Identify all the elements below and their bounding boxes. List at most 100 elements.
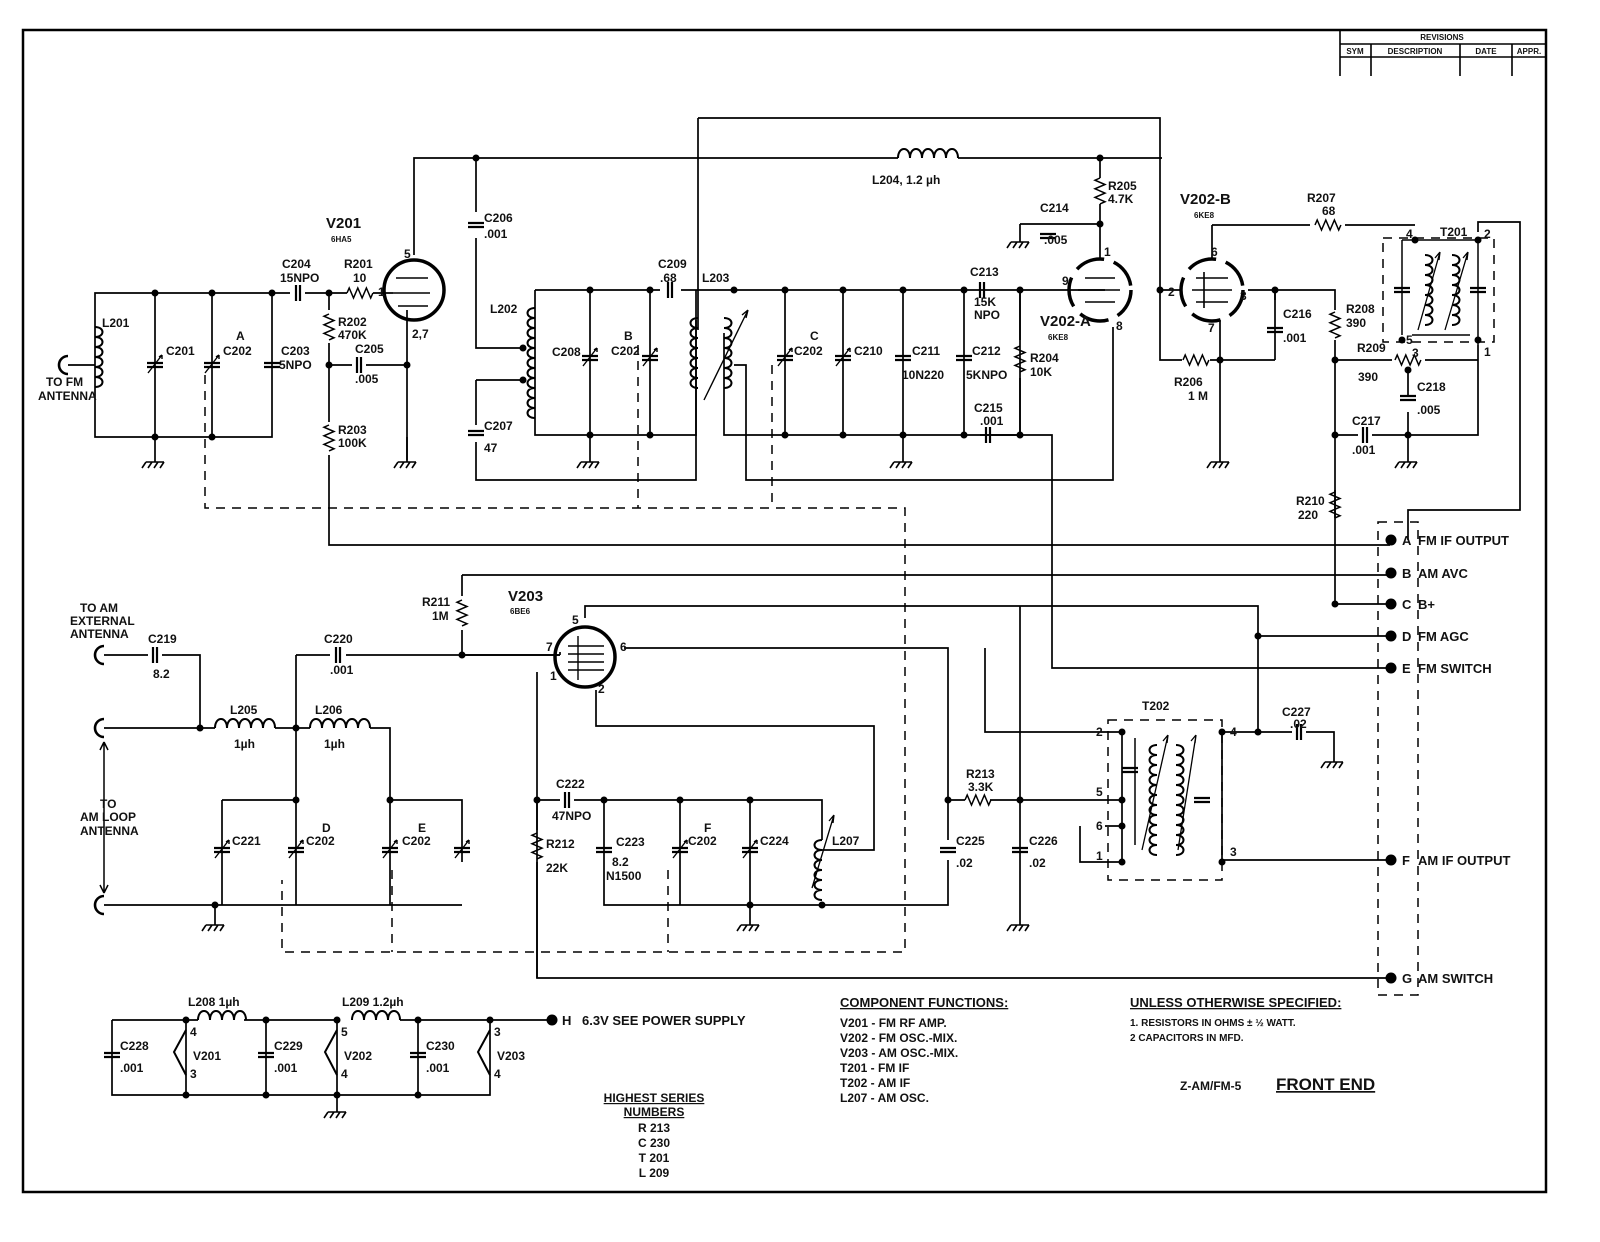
svg-text:10K: 10K: [1030, 365, 1052, 379]
svg-text:R205: R205: [1108, 179, 1137, 193]
svg-text:L206: L206: [315, 703, 343, 717]
svg-text:R204: R204: [1030, 351, 1059, 365]
svg-text:.68: .68: [660, 271, 677, 285]
svg-text:1µh: 1µh: [234, 737, 255, 751]
svg-text:R208: R208: [1346, 302, 1375, 316]
svg-text:T201: T201: [1440, 225, 1468, 239]
svg-text:10: 10: [353, 271, 367, 285]
terminal-letter-b: B: [1402, 566, 1411, 581]
v203-ref: V203: [508, 588, 543, 605]
svg-text:C205: C205: [355, 342, 384, 356]
svg-text:.001: .001: [980, 414, 1004, 428]
svg-text:C211: C211: [912, 344, 940, 358]
svg-text:C217: C217: [1352, 414, 1381, 428]
terminal-letter-f: F: [1402, 853, 1410, 868]
svg-text:3: 3: [1240, 289, 1247, 303]
svg-text:C227: C227: [1282, 705, 1311, 719]
svg-text:R210: R210: [1296, 494, 1325, 508]
svg-text:B: B: [624, 329, 633, 343]
junction-dots: [151, 154, 1482, 1099]
svg-text:100K: 100K: [338, 436, 367, 450]
svg-text:C202: C202: [306, 834, 335, 848]
svg-text:5NPO: 5NPO: [279, 358, 312, 372]
terminal-letter-c: C: [1402, 597, 1412, 612]
svg-text:.001: .001: [484, 227, 508, 241]
svg-text:C202: C202: [794, 344, 823, 358]
svg-text:22K: 22K: [546, 861, 568, 875]
svg-text:.001: .001: [330, 663, 354, 677]
svg-text:5: 5: [1096, 785, 1103, 799]
notes-title: UNLESS OTHERWISE SPECIFIED:: [1130, 995, 1341, 1010]
svg-text:C213: C213: [970, 265, 999, 279]
svg-text:2: 2: [1096, 725, 1103, 739]
svg-text:6: 6: [620, 640, 627, 654]
svg-text:C212: C212: [972, 344, 1001, 358]
svg-text:C203: C203: [281, 344, 310, 358]
svg-text:.001: .001: [274, 1061, 298, 1075]
svg-text:3: 3: [190, 1067, 197, 1081]
svg-text:390: 390: [1346, 316, 1366, 330]
svg-text:3.3K: 3.3K: [968, 780, 994, 794]
svg-text:L208 1µh: L208 1µh: [188, 995, 240, 1009]
svg-text:4: 4: [1406, 227, 1413, 241]
tube-envelopes: [382, 257, 1245, 689]
svg-text:ANTENNA: ANTENNA: [38, 389, 97, 403]
svg-text:L209 1.2µh: L209 1.2µh: [342, 995, 404, 1009]
svg-text:C220: C220: [324, 632, 353, 646]
v203-type: 6BE6: [510, 607, 531, 616]
svg-text:.02: .02: [1029, 856, 1046, 870]
svg-text:2: 2: [1484, 227, 1491, 241]
antenna-connectors: [57, 354, 110, 916]
svg-text:HIGHEST SERIES: HIGHEST SERIES: [604, 1091, 705, 1105]
svg-text:H: H: [562, 1013, 571, 1028]
svg-text:2: 2: [598, 682, 605, 696]
svg-text:C225: C225: [956, 834, 985, 848]
svg-text:1: 1: [1484, 345, 1491, 359]
svg-text:.001: .001: [1283, 331, 1307, 345]
svg-text:R209: R209: [1357, 341, 1386, 355]
svg-text:C206: C206: [484, 211, 513, 225]
svg-text:C229: C229: [274, 1039, 303, 1053]
terminal-strip: [546, 534, 1397, 1026]
terminal-letter-a: A: [1402, 533, 1412, 548]
svg-text:C204: C204: [282, 257, 311, 271]
svg-text:R 213: R 213: [638, 1121, 670, 1135]
svg-text:N1500: N1500: [606, 869, 642, 883]
svg-text:V202 - FM OSC.-MIX.: V202 - FM OSC.-MIX.: [840, 1031, 957, 1045]
svg-text:390: 390: [1358, 370, 1378, 384]
svg-text:V203: V203: [497, 1049, 525, 1063]
title-block: Z-AM/FM-5 FRONT END: [1180, 1075, 1375, 1094]
terminal-label-b: AM AVC: [1418, 566, 1468, 581]
svg-text:47: 47: [484, 441, 498, 455]
svg-text:8.2: 8.2: [612, 855, 629, 869]
svg-text:.001: .001: [1352, 443, 1376, 457]
svg-text:C216: C216: [1283, 307, 1312, 321]
svg-text:C215: C215: [974, 401, 1003, 415]
svg-text:4: 4: [190, 1025, 197, 1039]
svg-text:L205: L205: [230, 703, 258, 717]
svg-text:.005: .005: [1417, 403, 1441, 417]
terminal-label-f: AM IF OUTPUT: [1418, 853, 1510, 868]
svg-text:5: 5: [341, 1025, 348, 1039]
svg-text:C219: C219: [148, 632, 177, 646]
svg-text:C226: C226: [1029, 834, 1058, 848]
svg-text:C202: C202: [402, 834, 431, 848]
schematic-labels: V201 6HA5 1 5 2,7 V202-A 6KE8 1 9 8 V202…: [38, 173, 1491, 1081]
svg-text:2 CAPACITORS IN MFD.: 2 CAPACITORS IN MFD.: [1130, 1033, 1244, 1044]
revisions-col-appr: APPR.: [1517, 47, 1541, 56]
svg-text:2,7: 2,7: [412, 327, 429, 341]
svg-text:6: 6: [1211, 245, 1218, 259]
svg-text:.001: .001: [120, 1061, 144, 1075]
svg-text:C207: C207: [484, 419, 513, 433]
svg-text:TO FM: TO FM: [46, 375, 83, 389]
svg-text:8: 8: [1116, 319, 1123, 333]
svg-text:L201: L201: [102, 316, 130, 330]
svg-text:C228: C228: [120, 1039, 149, 1053]
svg-text:5KNPO: 5KNPO: [966, 368, 1007, 382]
svg-text:1M: 1M: [432, 609, 449, 623]
svg-text:.02: .02: [956, 856, 973, 870]
ground-symbols: [141, 241, 1418, 1119]
svg-text:1. RESISTORS IN OHMS ± ½ WATT.: 1. RESISTORS IN OHMS ± ½ WATT.: [1130, 1018, 1296, 1029]
drawing-title: FRONT END: [1276, 1075, 1375, 1094]
svg-text:C 230: C 230: [638, 1136, 670, 1150]
